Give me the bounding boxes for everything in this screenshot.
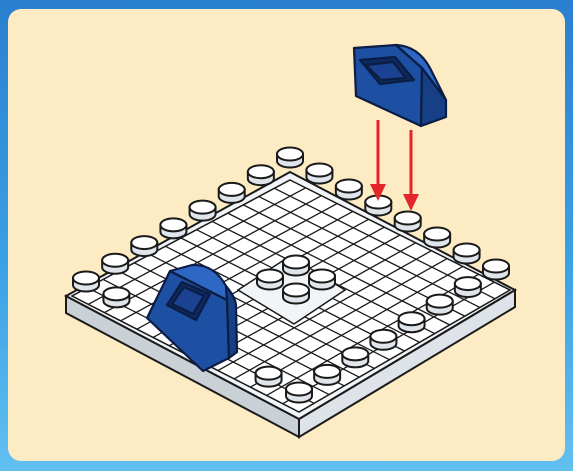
stud	[427, 295, 453, 315]
stud	[286, 383, 312, 403]
stud	[257, 270, 283, 290]
baseplate	[66, 148, 515, 438]
stud	[454, 244, 480, 264]
stud	[424, 228, 450, 248]
stud	[314, 365, 340, 385]
stud	[336, 180, 362, 200]
stud	[283, 256, 309, 276]
stud	[256, 367, 282, 387]
stud	[160, 218, 186, 238]
stud	[248, 165, 274, 185]
stud	[283, 284, 309, 304]
stud	[309, 270, 335, 290]
stud	[395, 212, 421, 232]
stud	[306, 164, 332, 184]
stud	[277, 148, 303, 168]
stud	[370, 330, 396, 350]
stud	[103, 287, 129, 307]
placement-arrows	[370, 120, 419, 211]
stud	[190, 201, 216, 221]
stud	[342, 347, 368, 367]
stud	[483, 260, 509, 280]
arrow-down-icon	[370, 120, 386, 201]
stud	[455, 277, 481, 297]
arrow-down-icon	[403, 130, 419, 211]
stud	[73, 272, 99, 292]
incoming-slope-brick	[354, 45, 446, 126]
stud	[399, 312, 425, 332]
stud	[131, 236, 157, 256]
stud	[219, 183, 245, 203]
stud	[102, 254, 128, 274]
